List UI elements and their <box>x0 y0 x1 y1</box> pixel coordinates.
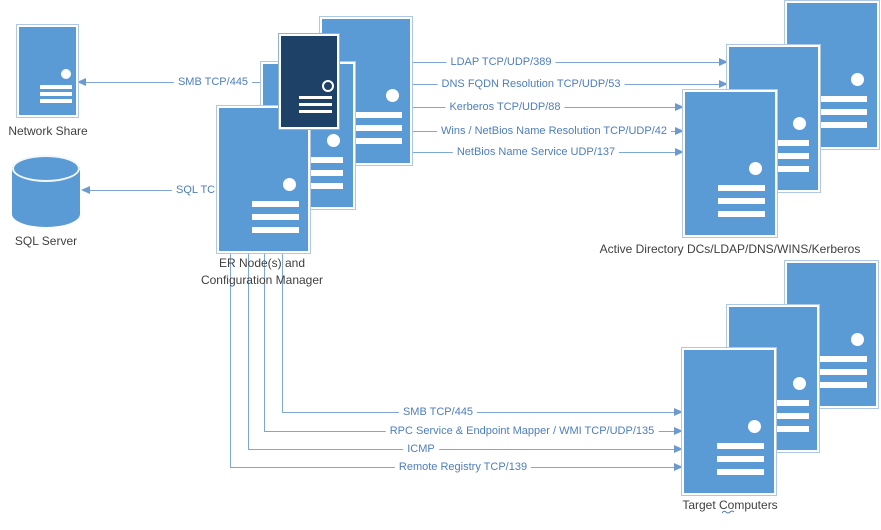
connector-label: LDAP TCP/UDP/389 <box>446 55 556 69</box>
connector-ldap: LDAP TCP/UDP/389 <box>412 55 728 69</box>
arrowhead-right-icon <box>675 148 684 156</box>
sql-server-label: SQL Server <box>14 234 78 248</box>
connector-smb-target: SMB TCP/445 <box>282 253 683 419</box>
arrowhead-right-icon <box>674 445 683 453</box>
server-vents-icon <box>717 443 764 482</box>
server-led-icon <box>386 89 399 102</box>
ad-cluster-label: Active Directory DCs/LDAP/DNS/WINS/Kerbe… <box>599 242 861 256</box>
connector-icmp: ICMP <box>248 253 683 456</box>
network-share-label: Network Share <box>8 124 88 138</box>
arrowhead-left-icon <box>81 186 90 194</box>
er-server-dark-icon <box>278 33 340 130</box>
connector-dns: DNS FQDN Resolution TCP/UDP/53 <box>412 77 728 91</box>
arrowhead-right-icon <box>674 408 683 416</box>
server-led-icon <box>749 162 762 175</box>
connector-label: SMB TCP/445 <box>398 405 478 419</box>
connector-label: Wins / NetBios Name Resolution TCP/UDP/4… <box>437 124 671 138</box>
connector-sql-server: SQL TCP/1433 <box>81 183 254 197</box>
connector-elbow <box>248 253 249 449</box>
connector-elbow <box>282 253 283 412</box>
server-vents-icon <box>762 140 809 179</box>
arrowhead-right-icon <box>674 427 683 435</box>
server-led-icon <box>322 80 334 92</box>
sql-database-icon <box>12 155 80 227</box>
spellcheck-squiggle-icon <box>722 510 735 514</box>
connector-rpc-wmi: RPC Service & Endpoint Mapper / WMI TCP/… <box>264 253 683 438</box>
arrowhead-right-icon <box>675 103 684 111</box>
connector-elbow <box>230 253 231 467</box>
network-share-server-icon <box>16 24 79 118</box>
arrowhead-right-icon <box>675 127 684 135</box>
server-vents-icon <box>252 201 299 240</box>
server-vents-icon <box>762 400 809 439</box>
server-vents-icon <box>296 157 343 196</box>
server-vents-icon <box>820 96 867 135</box>
server-led-icon <box>61 69 71 79</box>
server-vents-icon <box>299 96 332 117</box>
er-cluster-label-line2: Configuration Manager <box>200 273 324 287</box>
server-vents-icon <box>718 185 765 224</box>
target-server-front-icon <box>681 347 777 496</box>
connector-label: NetBios Name Service UDP/137 <box>452 145 620 159</box>
connector-label: Remote Registry TCP/139 <box>394 460 532 474</box>
server-led-icon <box>793 377 806 390</box>
server-vents-icon <box>355 112 402 151</box>
connector-label: DNS FQDN Resolution TCP/UDP/53 <box>437 77 625 91</box>
ad-server-front-icon <box>682 89 778 238</box>
arrowhead-right-icon <box>674 463 683 471</box>
connector-label: RPC Service & Endpoint Mapper / WMI TCP/… <box>385 424 659 438</box>
arrowhead-right-icon <box>719 80 728 88</box>
connector-netbios: NetBios Name Service UDP/137 <box>412 145 684 159</box>
er-server-front-icon <box>216 105 311 254</box>
er-cluster-label: ER Node(s) and Configuration Manager <box>182 255 342 289</box>
server-led-icon <box>851 73 864 86</box>
er-cluster-label-line1: ER Node(s) and <box>218 256 306 270</box>
arrowhead-left-icon <box>77 78 86 86</box>
connector-elbow <box>264 253 265 431</box>
connector-wins: Wins / NetBios Name Resolution TCP/UDP/4… <box>412 124 684 138</box>
connector-kerberos: Kerberos TCP/UDP/88 <box>412 100 684 114</box>
server-led-icon <box>327 134 340 147</box>
connector-label: SMB TCP/445 <box>173 75 253 89</box>
arrowhead-right-icon <box>719 58 728 66</box>
server-led-icon <box>748 420 761 433</box>
server-led-icon <box>793 117 806 130</box>
server-led-icon <box>283 178 296 191</box>
server-led-icon <box>851 333 864 346</box>
connector-remote-registry: Remote Registry TCP/139 <box>230 253 683 474</box>
connector-label: Kerberos TCP/UDP/88 <box>445 100 565 114</box>
target-cluster-label: Target Computers <box>682 498 778 512</box>
server-vents-icon <box>40 85 72 106</box>
server-vents-icon <box>820 356 867 395</box>
connector-smb-network-share: SMB TCP/445 <box>77 75 262 89</box>
connector-label: ICMP <box>403 442 439 456</box>
